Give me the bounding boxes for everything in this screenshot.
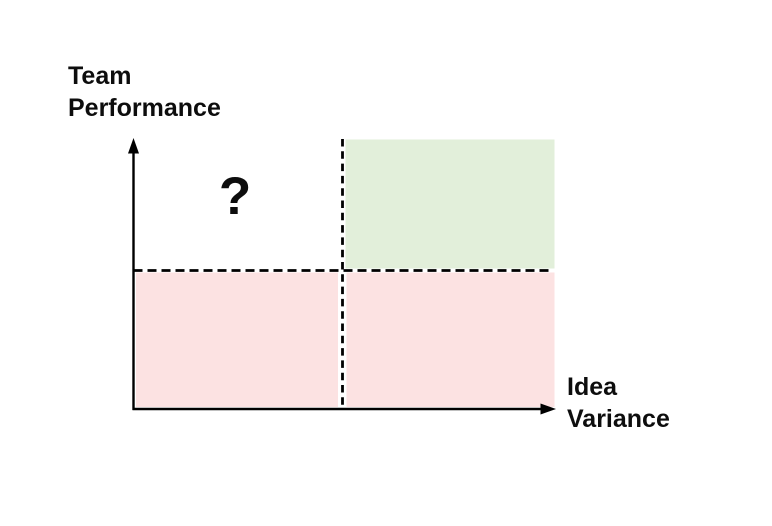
y-axis-label: Team Performance [68,62,221,122]
bottom-right-quadrant-region [346,272,555,407]
bottom-left-quadrant-region [136,272,338,407]
question-mark-annotation: ? [218,167,252,226]
x-axis-arrowhead [540,403,556,415]
top-right-quadrant-region [345,139,555,269]
x-axis-label: Idea Variance [567,373,670,433]
y-axis-arrowhead [128,138,139,154]
